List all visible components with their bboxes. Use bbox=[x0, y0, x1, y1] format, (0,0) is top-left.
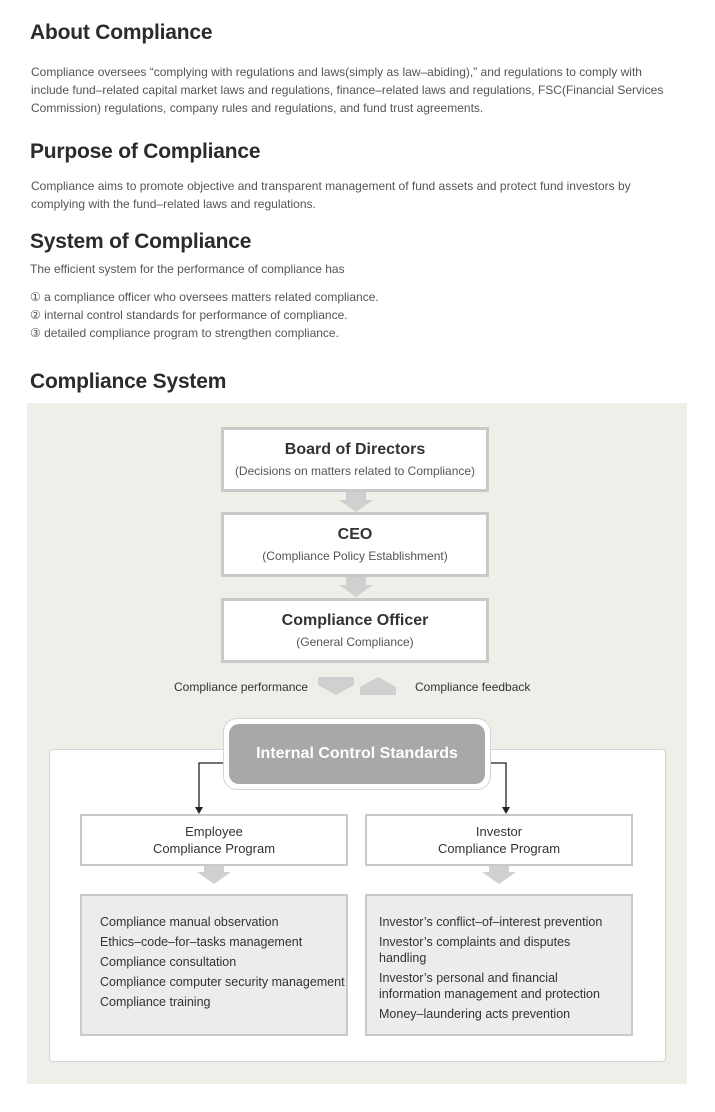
board-box: Board of Directors (Decisions on matters… bbox=[221, 427, 489, 492]
investor-program-line1: Investor bbox=[475, 824, 523, 839]
about-heading: About Compliance bbox=[30, 21, 213, 44]
employee-program-line1: Employee bbox=[185, 824, 243, 839]
investor-program-list: Investor’s conflict–of–interest preventi… bbox=[365, 894, 633, 1036]
system-item-3: ③ detailed compliance program to strengt… bbox=[30, 326, 339, 340]
officer-sub: (General Compliance) bbox=[296, 635, 414, 649]
list-item: Compliance manual observation bbox=[100, 915, 279, 929]
list-item: Compliance training bbox=[100, 995, 211, 1009]
down-arrow-icon bbox=[482, 866, 516, 884]
connector-lines bbox=[195, 762, 510, 814]
system-item-2: ② internal control standards for perform… bbox=[30, 308, 348, 322]
internal-control-standards-box: Internal Control Standards bbox=[223, 718, 491, 790]
list-item: Compliance computer security management bbox=[100, 975, 345, 989]
purpose-text: Compliance aims to promote objective and… bbox=[31, 179, 631, 211]
down-arrow-icon bbox=[339, 492, 373, 512]
board-title: Board of Directors bbox=[284, 441, 426, 458]
board-sub: (Decisions on matters related to Complia… bbox=[234, 464, 476, 478]
compliance-system-diagram: Board of Directors (Decisions on matters… bbox=[27, 403, 687, 1084]
up-arrow-icon bbox=[360, 677, 396, 695]
list-item: Investor’s conflict–of–interest preventi… bbox=[379, 915, 603, 929]
ceo-box: CEO (Compliance Policy Establishment) bbox=[221, 512, 489, 577]
compliance-feedback-label: Compliance feedback bbox=[415, 680, 531, 694]
system-intro: The efficient system for the performance… bbox=[30, 262, 345, 276]
officer-title: Compliance Officer bbox=[281, 612, 429, 629]
purpose-heading: Purpose of Compliance bbox=[30, 140, 261, 163]
list-item: Compliance consultation bbox=[100, 955, 237, 969]
ceo-title: CEO bbox=[337, 526, 373, 543]
internal-control-standards-label: Internal Control Standards bbox=[229, 724, 485, 784]
employee-program-box: Employee Compliance Program bbox=[80, 814, 348, 866]
investor-program-box: Investor Compliance Program bbox=[365, 814, 633, 866]
compliance-system-heading: Compliance System bbox=[30, 370, 227, 393]
employee-program-list: Compliance manual observation Ethics–cod… bbox=[80, 894, 348, 1036]
down-arrow-icon bbox=[339, 577, 373, 597]
compliance-performance-label: Compliance performance bbox=[174, 680, 309, 694]
system-heading: System of Compliance bbox=[30, 230, 252, 253]
down-arrow-icon bbox=[318, 677, 354, 695]
down-arrow-icon bbox=[197, 866, 231, 884]
about-text: Compliance oversees “complying with regu… bbox=[31, 65, 664, 115]
investor-program-line2: Compliance Program bbox=[437, 841, 561, 856]
list-item: Money–laundering acts prevention bbox=[379, 1007, 571, 1021]
list-item: Ethics–code–for–tasks management bbox=[100, 935, 303, 949]
employee-program-line2: Compliance Program bbox=[152, 841, 276, 856]
list-item: Investor’s personal and financial inform… bbox=[379, 971, 600, 1001]
ceo-sub: (Compliance Policy Establishment) bbox=[262, 549, 448, 563]
list-item: Investor’s complaints and disputes handl… bbox=[379, 935, 571, 965]
officer-box: Compliance Officer (General Compliance) bbox=[221, 598, 489, 663]
system-item-1: ① a compliance officer who oversees matt… bbox=[30, 290, 379, 304]
